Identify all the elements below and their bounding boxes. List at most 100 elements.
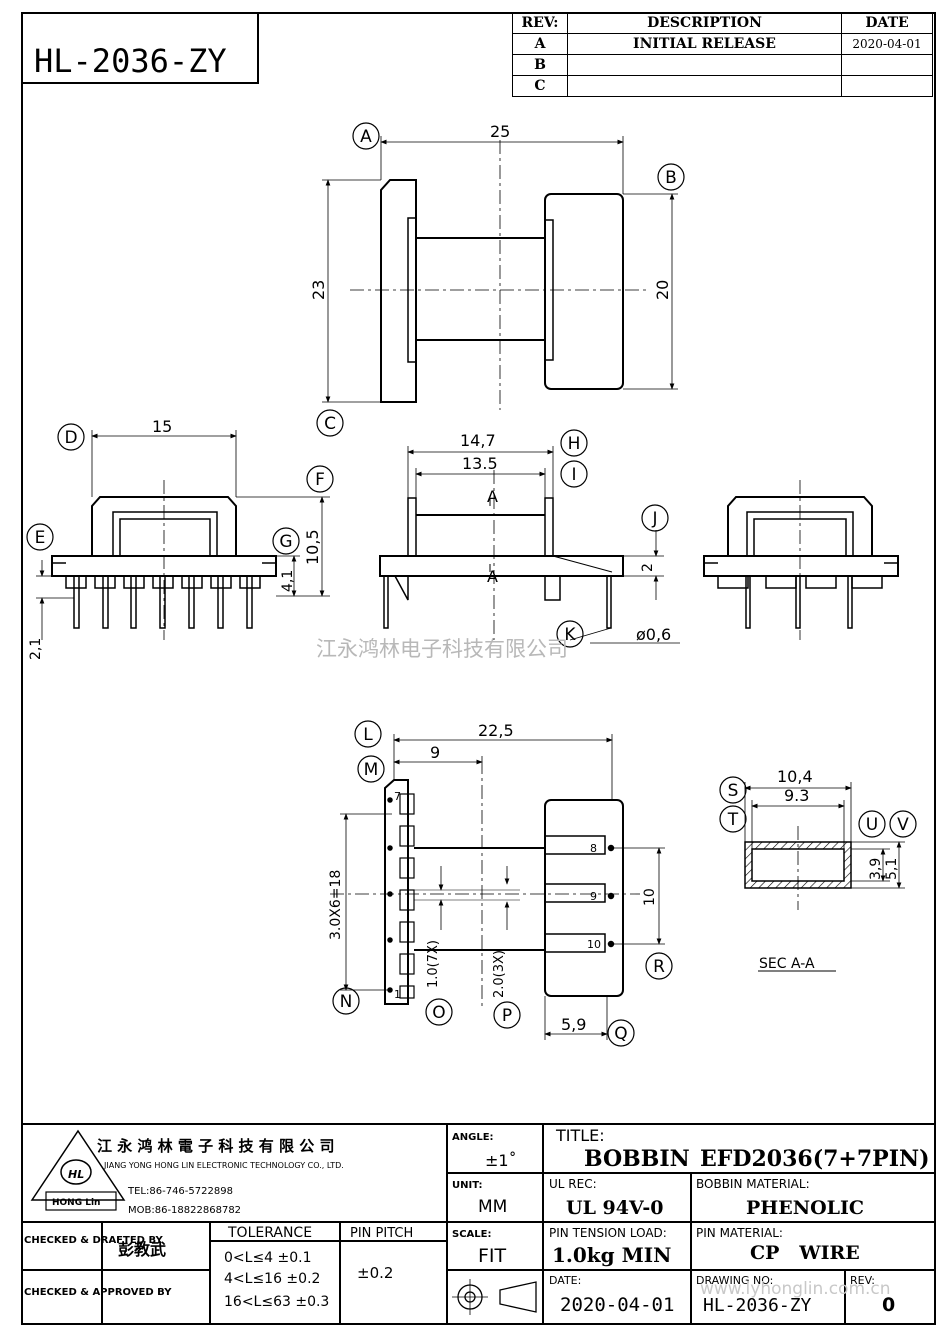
rev-value: 0 (882, 1294, 895, 1316)
callout-circle-t (719, 805, 747, 833)
pin-number-9: 9 (590, 890, 597, 903)
dim-top-width: 25 (490, 122, 510, 141)
date-label: DATE: (549, 1274, 581, 1287)
company-logo-icon (30, 1129, 126, 1211)
dim-side-step: 4,1 (280, 570, 296, 592)
callout-circle-v (889, 810, 917, 838)
rev-label: REV: (850, 1274, 875, 1287)
rev-cell: C (512, 75, 568, 97)
bottom-view (330, 734, 665, 1040)
callout-circle-q (607, 1019, 635, 1047)
callout-circle-b (657, 163, 685, 191)
projection-symbol (452, 1279, 537, 1315)
dim-bottom-total: 22,5 (478, 721, 514, 740)
callout-circle-m (357, 755, 385, 783)
dimension-labels: 25 23 20 15 10,5 4,1 2,1 14,7 13.5 2 ø0,… (28, 122, 900, 1034)
date-cell: 2020-04-01 (841, 33, 933, 55)
callout-n: N (340, 992, 353, 1012)
dim-sec-outer: 10,4 (777, 767, 813, 786)
dim-sec-h-outer: 5,1 (884, 858, 900, 880)
date-header: DATE (841, 12, 933, 34)
callout-e: E (35, 528, 46, 548)
callout-circle-i (560, 460, 588, 488)
dim-sec-h-inner: 3,9 (868, 858, 884, 880)
callout-o: O (432, 1003, 445, 1023)
side-view (36, 430, 330, 640)
title-block-lines (21, 1123, 936, 1325)
pin-number-7: 7 (394, 790, 401, 803)
ul-value: UL 94V-0 (566, 1197, 663, 1219)
checked-drafted-value: 彭教武 (118, 1240, 166, 1259)
drawing-no-value: HL-2036-ZY (703, 1295, 812, 1316)
callout-circle-g (272, 527, 300, 555)
tolerance-label: TOLERANCE (227, 1225, 312, 1241)
callout-d: D (64, 428, 77, 448)
ul-label: UL REC: (549, 1177, 597, 1191)
dim-front-inner: 13.5 (462, 454, 498, 473)
callout-r: R (653, 957, 665, 977)
callout-circle-h (560, 429, 588, 457)
logo-subtext: HONG Lin (52, 1198, 100, 1208)
pin-numbers: 7 1 8 9 10 (394, 790, 601, 1001)
part-number: HL-2036-ZY (34, 42, 227, 80)
date-cell (841, 75, 933, 97)
callout-s: S (728, 781, 739, 801)
title-value-1: BOBBIN (584, 1146, 690, 1172)
dim-pin-dia: ø0,6 (636, 625, 671, 644)
checked-drafted-label: CHECKED & DRAFTED BY (24, 1235, 164, 1246)
section-title: SEC A-A (759, 956, 815, 972)
callout-a: A (360, 127, 372, 147)
dim-front-slot: 2 (640, 563, 656, 572)
callout-circle-n (332, 987, 360, 1015)
dim-bottom-pin-pitch-right: 2.0(3X) (492, 950, 507, 998)
callout-q: Q (614, 1024, 627, 1044)
end-view (703, 480, 899, 640)
pin-material-label: PIN MATERIAL: (696, 1226, 783, 1240)
callout-circle-a (352, 122, 380, 150)
dim-bottom-pin-pitch-left: 1.0(7X) (426, 940, 441, 988)
callout-circle-l (354, 720, 382, 748)
pin-tension-value: 1.0kg MIN (552, 1243, 671, 1267)
callout-g: G (279, 532, 292, 552)
callout-k: K (564, 625, 576, 645)
revision-row: A INITIAL RELEASE 2020-04-01 (512, 33, 933, 55)
title-label: TITLE: (555, 1126, 605, 1145)
pin-pitch-label: PIN PITCH (350, 1226, 413, 1241)
dim-sec-inner: 9.3 (784, 786, 809, 805)
tolerance-row-1: 0<L≤4 ±0.1 (224, 1250, 312, 1266)
callout-i: I (571, 465, 576, 485)
revision-header-row: REV: DESCRIPTION DATE (512, 12, 933, 34)
callout-b: B (665, 168, 677, 188)
dim-bottom-offset: 9 (430, 743, 440, 762)
bobbin-material-label: BOBBIN MATERIAL: (696, 1177, 810, 1191)
pin-material-value: CP WIRE (750, 1242, 860, 1264)
pin-number-1: 1 (394, 988, 401, 1001)
part-number-box (21, 12, 259, 84)
dim-top-height-right: 20 (653, 280, 672, 300)
pin-pitch-value: ±0.2 (357, 1264, 393, 1282)
callout-v: V (897, 815, 909, 835)
angle-value: ±1˚ (485, 1151, 517, 1170)
section-label-bottom: A (487, 567, 498, 586)
section-label-top: A (487, 487, 498, 506)
front-view (379, 446, 680, 644)
callout-j: J (651, 509, 657, 529)
drawing-frame (21, 12, 936, 1325)
dim-bottom-right-span: 10 (642, 888, 658, 906)
callout-letters: A B C D E F G H I J K L M N O P Q R S T … (35, 127, 910, 1044)
callout-circle-s (719, 776, 747, 804)
tolerance-row-2: 4<L≤16 ±0.2 (224, 1271, 320, 1287)
title-value-2: EFD2036(7+7PIN) (700, 1146, 930, 1172)
checked-approved-label: CHECKED & APPROVED BY (24, 1287, 172, 1298)
callout-circles (26, 122, 917, 1047)
callout-c: C (324, 414, 336, 434)
revision-table: REV: DESCRIPTION DATE A INITIAL RELEASE … (512, 12, 933, 97)
dim-front-outer: 14,7 (460, 431, 496, 450)
callout-circle-c (316, 409, 344, 437)
callout-circle-k (556, 620, 584, 648)
callout-circle-r (645, 952, 673, 980)
callout-circle-j (641, 504, 669, 532)
tolerance-row-3: 16<L≤63 ±0.3 (224, 1294, 329, 1310)
pin-number-10: 10 (587, 938, 601, 951)
